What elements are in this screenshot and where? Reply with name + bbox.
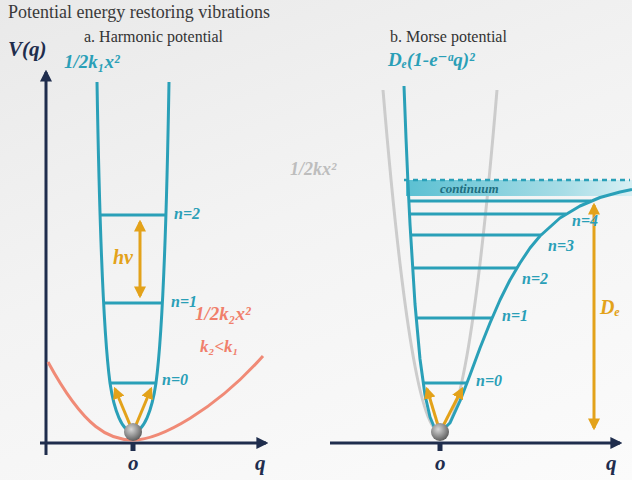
energy-level: [413, 267, 518, 270]
level-label: n=1: [171, 293, 197, 311]
level-label: n=1: [502, 307, 528, 325]
y-axis: [45, 72, 48, 455]
level-label: n=0: [476, 372, 502, 390]
depth-arrow: [593, 205, 596, 428]
harmonic-parabola: [97, 82, 169, 432]
level-label: n=0: [162, 371, 188, 389]
band-label: continuum: [440, 182, 499, 196]
particle-ball: [124, 423, 142, 441]
x-axis: [330, 442, 620, 445]
axis-label: q: [255, 452, 266, 475]
level-label: n=3: [548, 237, 574, 255]
panel-heading: b. Morse potential: [390, 28, 507, 46]
energy-level: [100, 214, 166, 217]
particle-ball: [431, 423, 449, 441]
axis-label: o: [128, 452, 139, 475]
axis-label: q: [606, 452, 617, 475]
formula-label: 1/2k₂x²: [195, 304, 251, 325]
formula-label: 1/2kx²: [290, 160, 336, 180]
depth-label: Dₑ: [600, 296, 620, 318]
energy-level: [410, 213, 567, 216]
quantum-label: hν: [113, 246, 133, 268]
morse-curve: [404, 86, 632, 432]
energy-level: [110, 382, 156, 385]
quantum-arrow: [139, 222, 142, 296]
axis-tick: [131, 443, 136, 451]
energy-level: [416, 317, 492, 320]
level-label: n=4: [572, 212, 598, 230]
dissociation-line: [404, 179, 630, 182]
formula-label: 1/2k₁x²: [64, 52, 120, 73]
axis-label: V(q): [8, 38, 47, 61]
panel-heading: a. Harmonic potential: [84, 28, 223, 46]
energy-level: [409, 200, 591, 203]
soft-parabola: [48, 356, 263, 440]
axis-label: o: [435, 452, 446, 475]
level-label: n=2: [174, 205, 200, 223]
energy-level: [411, 234, 541, 237]
energy-level: [423, 382, 467, 385]
continuum-band: [406, 180, 632, 196]
comparison-label: k₂<k₁: [200, 338, 239, 357]
axis-tick: [438, 443, 443, 451]
energy-level: [103, 302, 163, 305]
x-axis: [40, 442, 266, 445]
formula-label: Dₑ(1-e⁻ᵃq)²: [388, 50, 475, 71]
level-label: n=2: [522, 270, 548, 288]
diagram-title: Potential energy restoring vibrations: [8, 3, 270, 23]
